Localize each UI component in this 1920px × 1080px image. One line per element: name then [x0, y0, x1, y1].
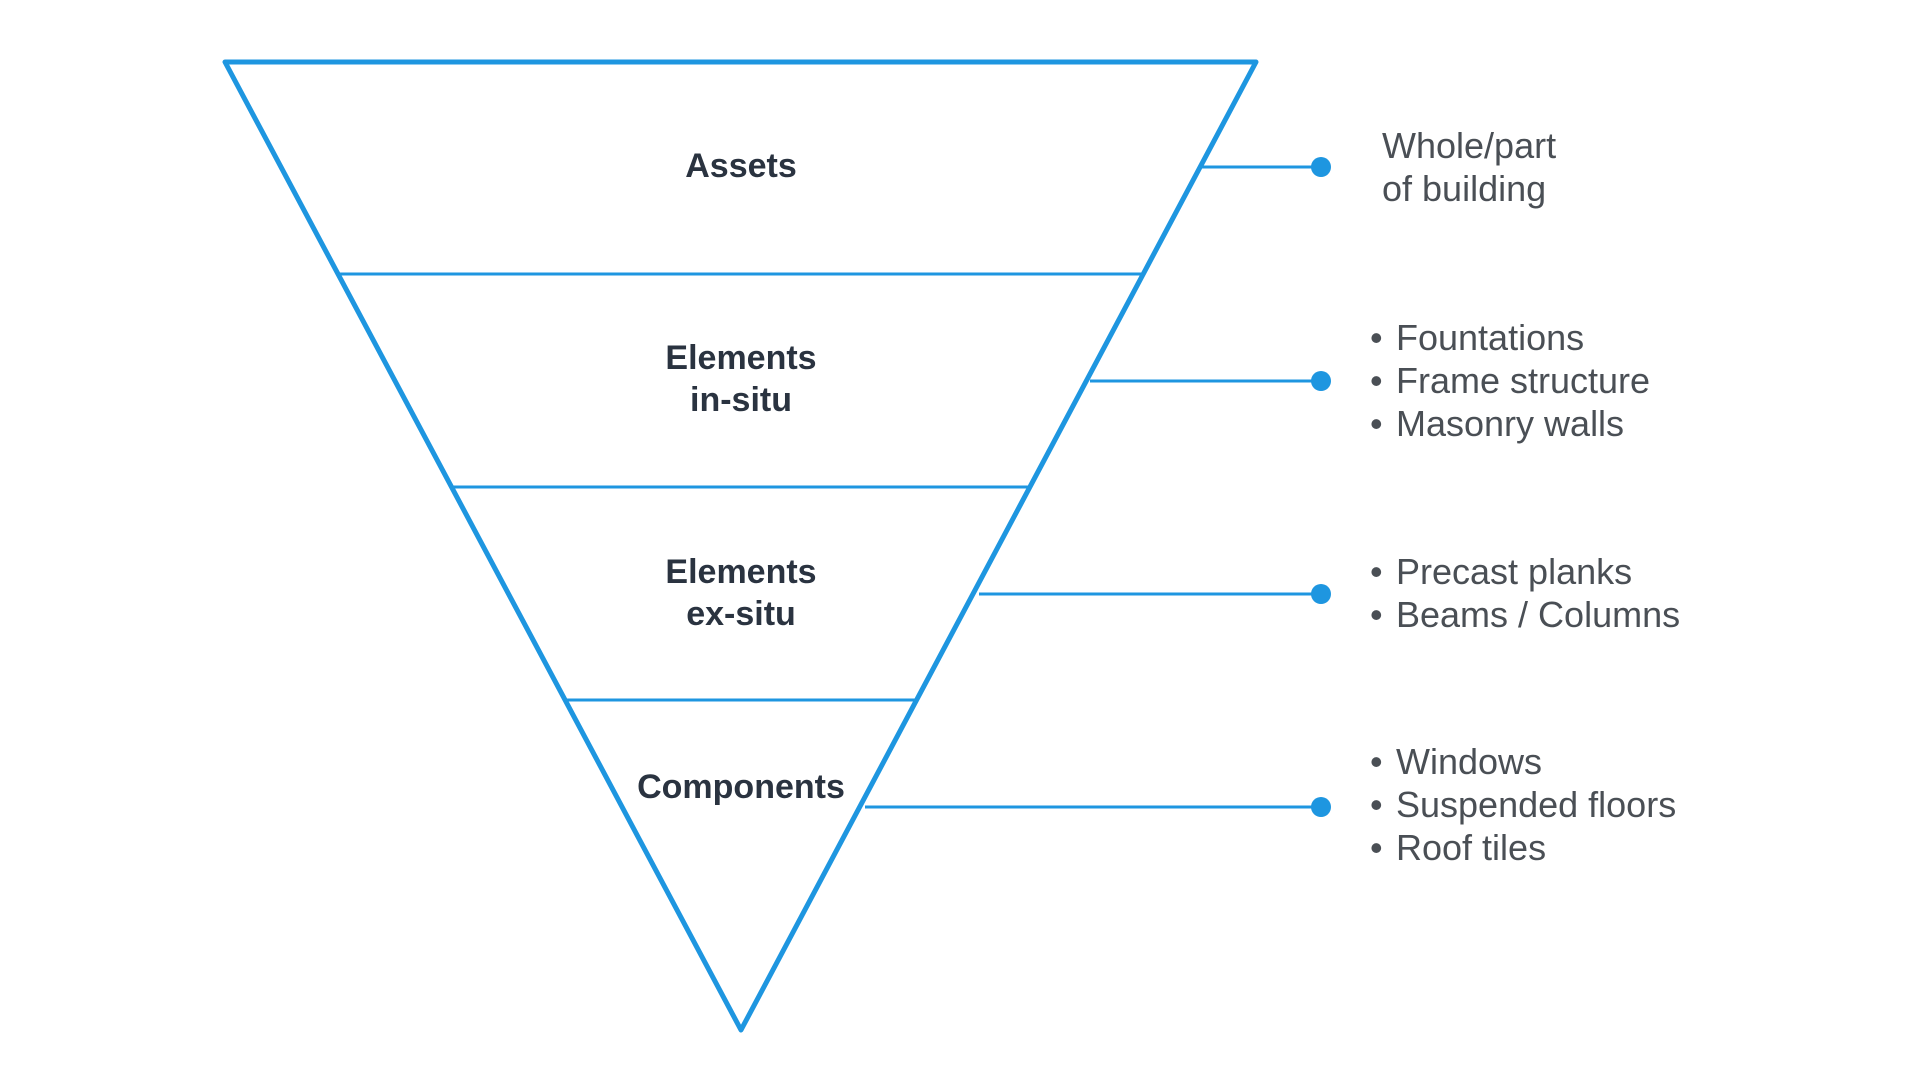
- description-elements-ex-situ: Precast planks Beams / Columns: [1370, 550, 1680, 636]
- bullet-item: Precast planks: [1370, 550, 1680, 593]
- description-elements-in-situ: Fountations Frame structure Masonry wall…: [1370, 316, 1650, 445]
- level-label-line: Assets: [685, 147, 797, 185]
- level-label-elements-in-situ: Elements in-situ: [541, 337, 941, 421]
- connector-dot-components: [1311, 797, 1331, 817]
- pyramid-outline: [222, 59, 1259, 1033]
- description-components: Windows Suspended floors Roof tiles: [1370, 740, 1676, 869]
- bullet-item: Roof tiles: [1370, 826, 1676, 869]
- level-label-components: Components: [541, 766, 941, 808]
- level-label-line: Elements: [665, 339, 817, 377]
- connector-dot-assets: [1311, 157, 1331, 177]
- level-label-line: in-situ: [690, 381, 792, 419]
- bullet-item: Windows: [1370, 740, 1676, 783]
- level-label-line: Components: [637, 768, 845, 806]
- bullet-item: Frame structure: [1370, 359, 1650, 402]
- bullet-list: Fountations Frame structure Masonry wall…: [1370, 316, 1650, 445]
- bullet-list: Precast planks Beams / Columns: [1370, 550, 1680, 636]
- level-label-elements-ex-situ: Elements ex-situ: [541, 551, 941, 635]
- connector-dot-elements-in-situ: [1311, 371, 1331, 391]
- bullet-item: Suspended floors: [1370, 783, 1676, 826]
- description-line: of building: [1382, 168, 1547, 209]
- description-assets: Whole/part of building: [1382, 124, 1556, 210]
- description-line: Whole/part: [1382, 125, 1557, 166]
- bullet-list: Windows Suspended floors Roof tiles: [1370, 740, 1676, 869]
- level-label-line: Elements: [665, 553, 817, 591]
- bullet-item: Fountations: [1370, 316, 1650, 359]
- level-label-assets: Assets: [541, 145, 941, 187]
- level-label-line: ex-situ: [686, 595, 796, 633]
- bullet-item: Masonry walls: [1370, 402, 1650, 445]
- connector-dot-elements-ex-situ: [1311, 584, 1331, 604]
- bullet-item: Beams / Columns: [1370, 593, 1680, 636]
